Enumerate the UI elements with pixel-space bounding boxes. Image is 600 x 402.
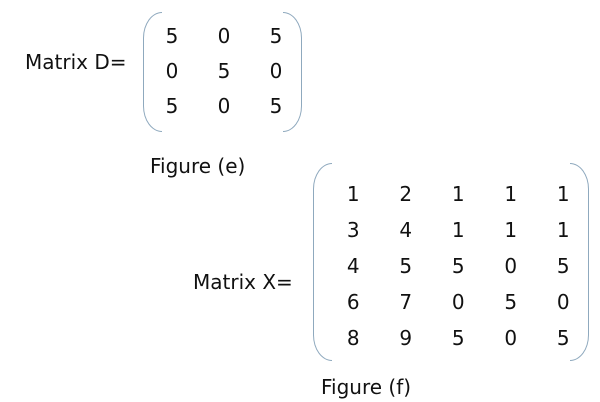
matrix-x-cell: 3	[346, 218, 360, 242]
matrix-d-grid: 5 0 5 0 5 0 5 0 5	[146, 18, 302, 123]
matrix-x-cell: 4	[399, 218, 413, 242]
matrix-x-cell: 1	[556, 218, 570, 242]
matrix-x-cell: 5	[556, 254, 570, 278]
matrix-d-caption: Figure (e)	[150, 154, 246, 178]
matrix-x-cell: 0	[556, 290, 570, 314]
matrix-d-cell: 0	[269, 58, 283, 83]
matrix-x-cell: 0	[451, 290, 465, 314]
matrix-x-caption: Figure (f)	[321, 375, 412, 399]
matrix-x-right-paren	[570, 163, 589, 361]
matrix-d-cell: 5	[269, 23, 283, 48]
matrix-x-cell: 1	[451, 218, 465, 242]
matrix-x-cell: 1	[504, 218, 518, 242]
matrix-x-cell: 5	[504, 290, 518, 314]
matrix-x-cell: 0	[504, 326, 518, 350]
matrix-x-cell: 2	[399, 182, 413, 206]
matrix-d-cell: 0	[217, 23, 231, 48]
matrix-x-cell: 6	[346, 290, 360, 314]
matrix-x-cell: 1	[504, 182, 518, 206]
matrix-x-cell: 1	[556, 182, 570, 206]
matrix-d-right-paren	[283, 12, 302, 132]
matrix-x-cell: 1	[346, 182, 360, 206]
matrix-x-cell: 1	[451, 182, 465, 206]
matrix-d-cell: 5	[217, 58, 231, 83]
matrix-x-cell: 5	[451, 254, 465, 278]
matrix-x-cell: 4	[346, 254, 360, 278]
matrix-d-cell: 5	[165, 23, 179, 48]
matrix-x-cell: 5	[556, 326, 570, 350]
matrix-x-grid: 1 2 1 1 1 3 4 1 1 1 4 5 5 0 5 6 7 0 5 0 …	[327, 176, 590, 356]
matrix-d-cell: 0	[217, 93, 231, 118]
matrix-x-cell: 9	[399, 326, 413, 350]
matrix-d-cell: 5	[269, 93, 283, 118]
matrix-x-cell: 0	[504, 254, 518, 278]
matrix-x-cell: 5	[399, 254, 413, 278]
matrix-d-cell: 0	[165, 58, 179, 83]
matrix-d-label: Matrix D=	[25, 50, 127, 74]
matrix-x-cell: 5	[451, 326, 465, 350]
matrix-x-cell: 8	[346, 326, 360, 350]
matrix-d-cell: 5	[165, 93, 179, 118]
matrix-x-cell: 7	[399, 290, 413, 314]
matrix-x-label: Matrix X=	[193, 270, 293, 294]
